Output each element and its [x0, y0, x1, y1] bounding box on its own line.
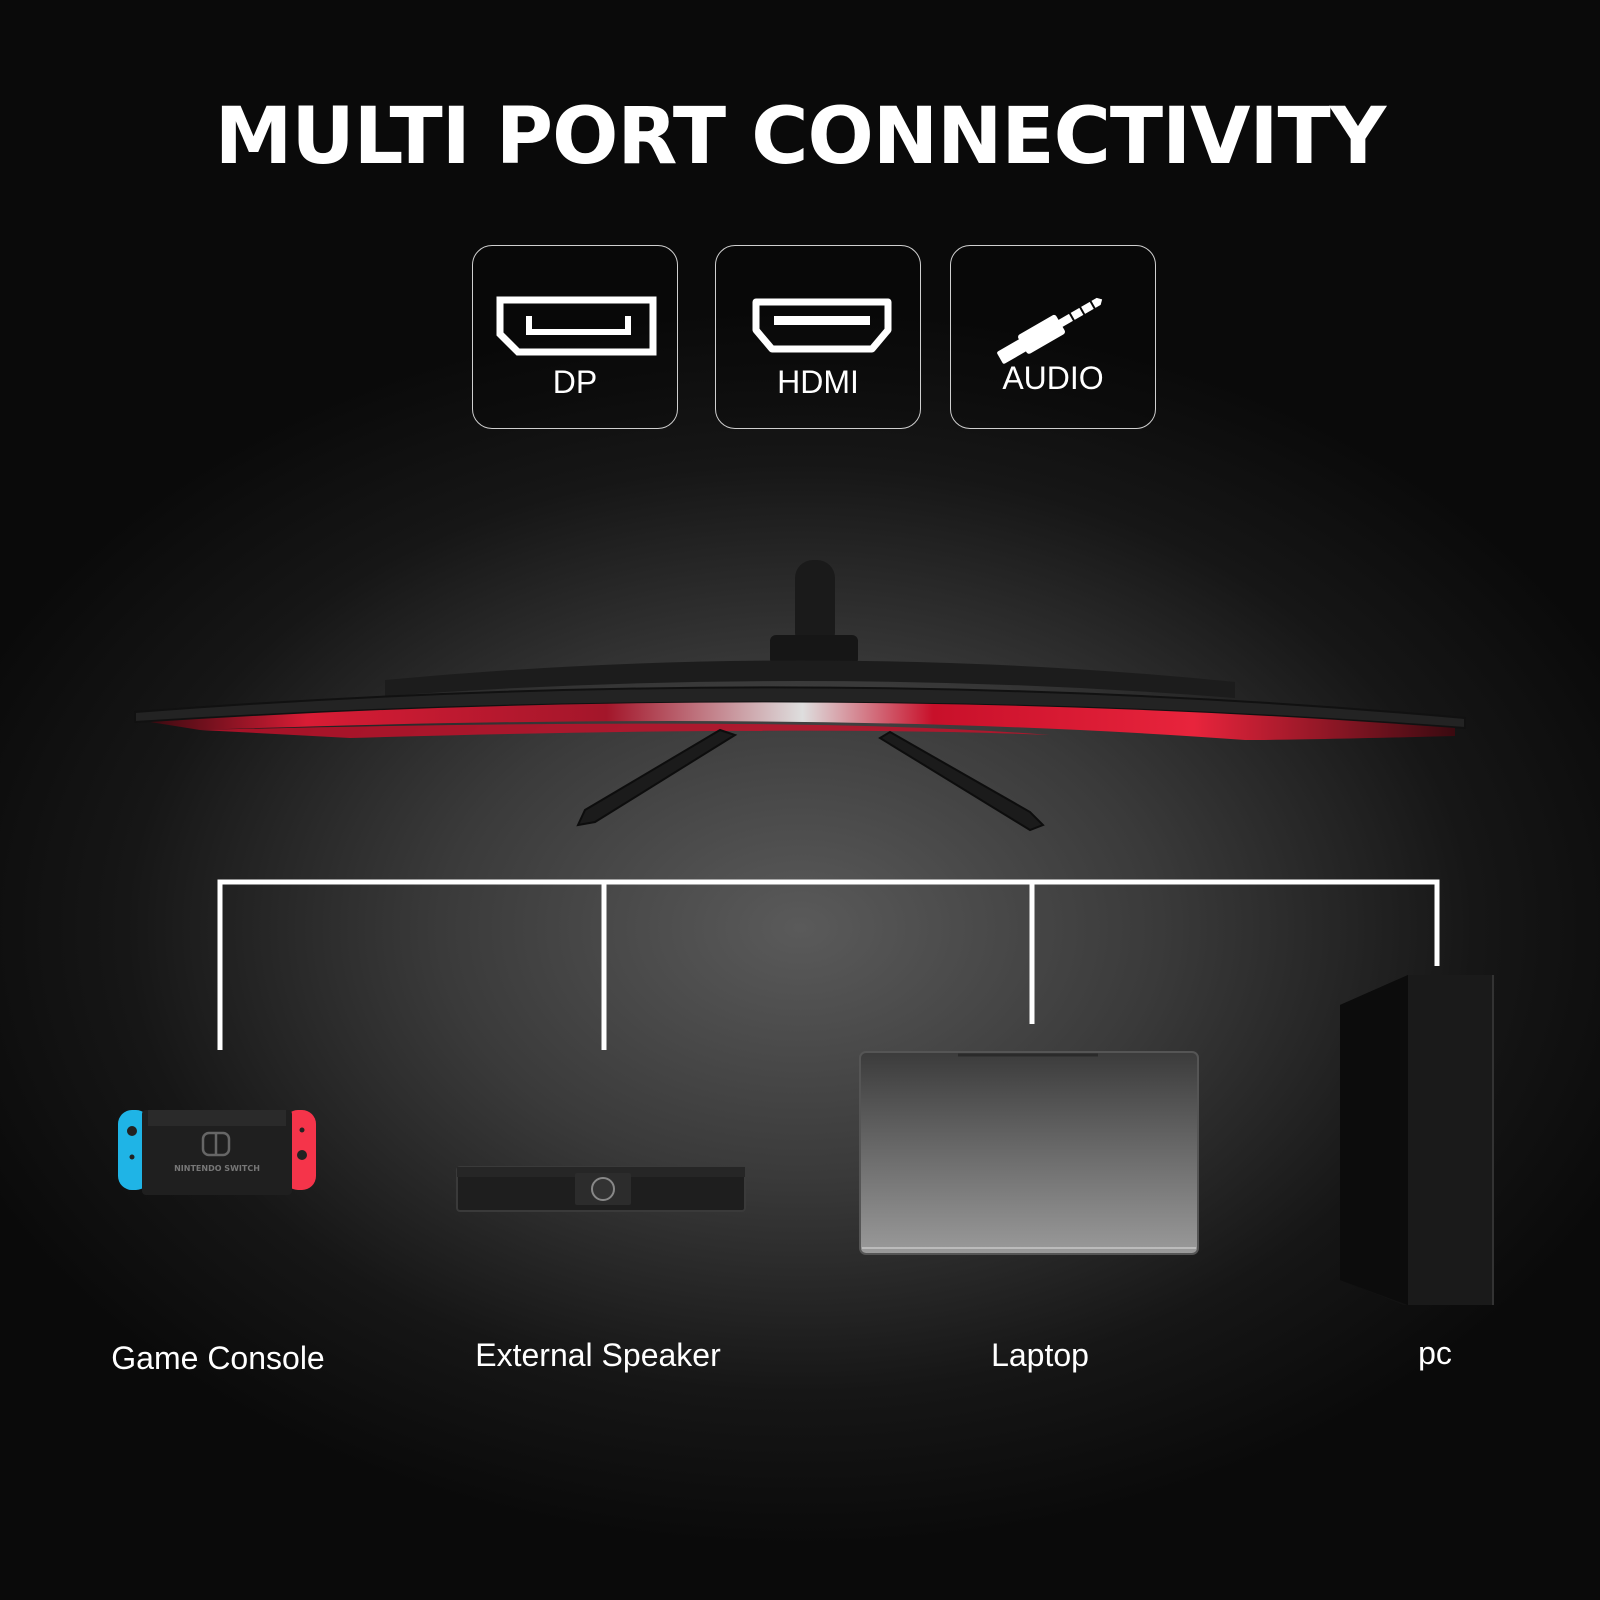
device-label-pc: pc	[1418, 1335, 1452, 1371]
port-label-audio: AUDIO	[1002, 360, 1104, 396]
curved-monitor-image	[134, 560, 1466, 832]
displayport-icon	[496, 296, 657, 356]
laptop-image	[859, 1051, 1199, 1255]
hdmi-icon	[752, 298, 892, 353]
nintendo-switch-image: NINTENDO SWITCH	[118, 1110, 316, 1195]
pc-tower-image	[1340, 975, 1494, 1305]
port-card-hdmi: HDMI	[715, 245, 921, 429]
port-card-dp: DP	[472, 245, 678, 429]
switch-logo-text: NINTENDO SWITCH	[174, 1164, 260, 1173]
audio-jack-icon	[997, 297, 1103, 364]
device-label-laptop: Laptop	[991, 1337, 1089, 1373]
device-label-game-console: Game Console	[111, 1340, 325, 1376]
page-title: MULTI PORT CONNECTIVITY	[214, 92, 1386, 182]
port-label-hdmi: HDMI	[777, 364, 859, 400]
soundbar-image	[456, 1166, 746, 1212]
port-label-dp: DP	[552, 364, 598, 400]
port-card-audio: AUDIO	[950, 245, 1156, 429]
device-label-external-speaker: External Speaker	[475, 1337, 721, 1373]
